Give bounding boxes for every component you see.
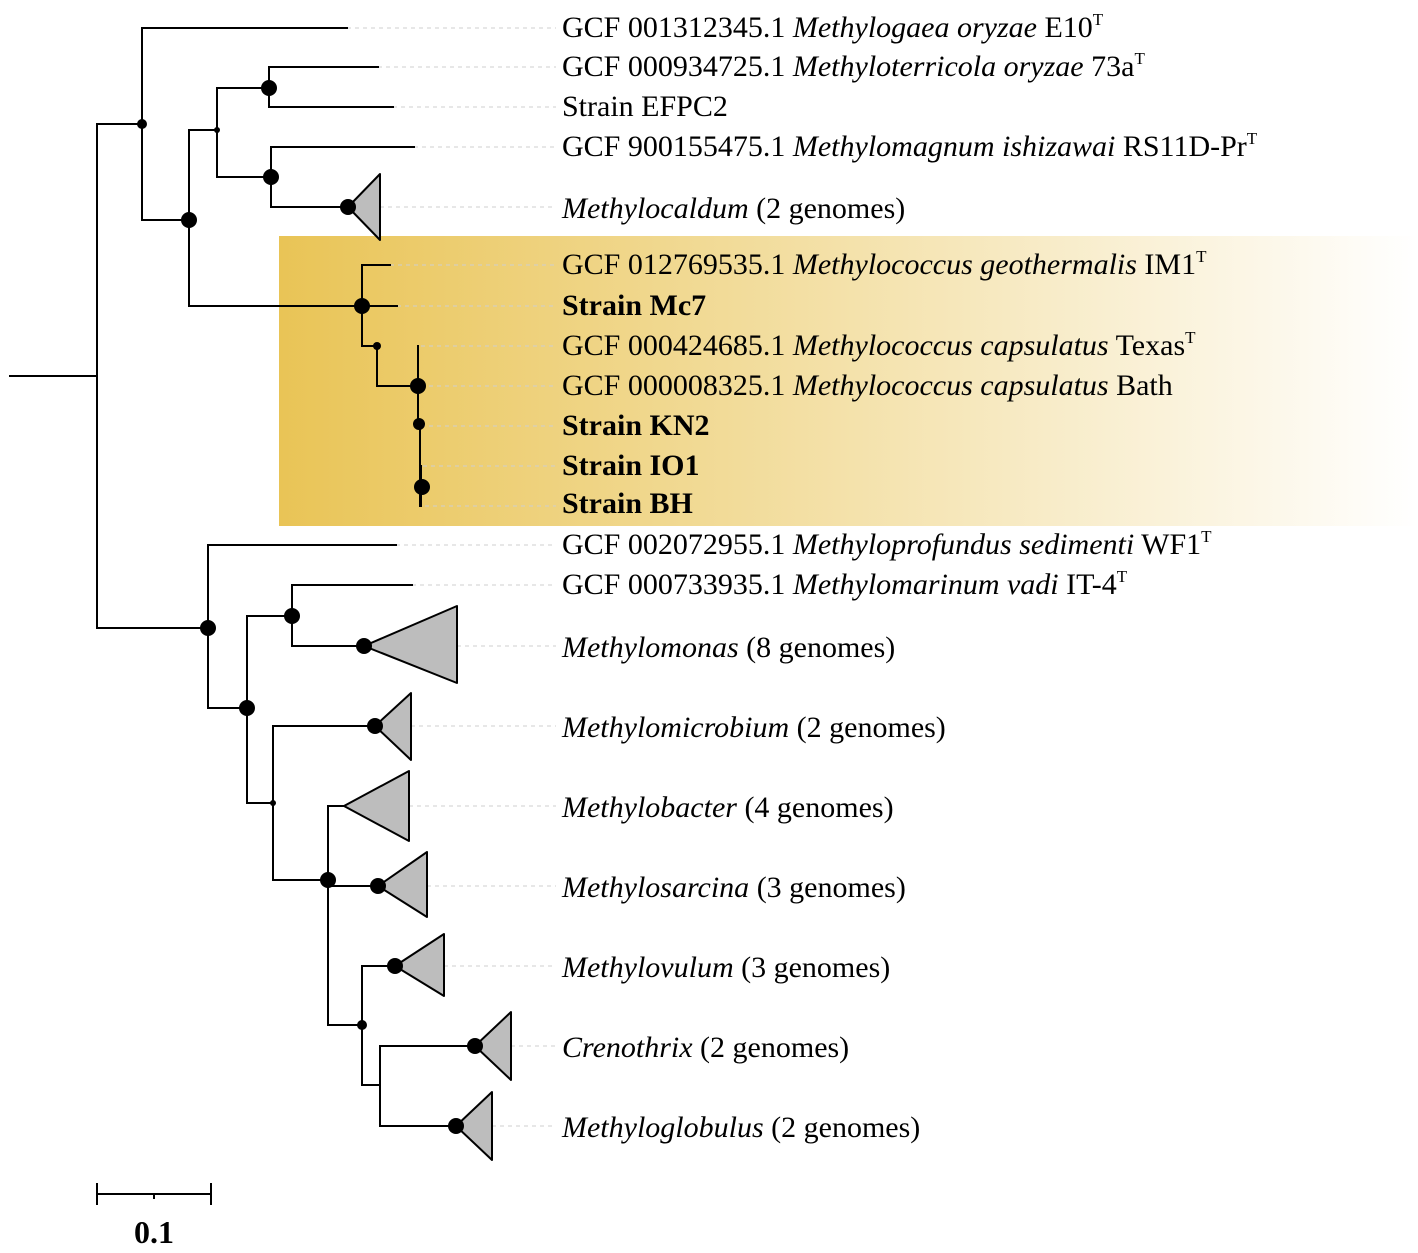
support-node xyxy=(200,620,216,636)
collapsed-clade-methylocaldum xyxy=(347,173,381,241)
taxon-label-methylosarcina: Methylosarcina (3 genomes) xyxy=(562,871,906,904)
support-node xyxy=(387,958,403,974)
support-node xyxy=(410,378,426,394)
scale-bar xyxy=(96,1183,212,1205)
taxon-label-methylogaea: GCF 001312345.1 Methylogaea oryzae E10T xyxy=(562,10,1104,44)
collapsed-clade-crenothrix xyxy=(474,1011,512,1081)
support-node xyxy=(413,418,425,430)
node-supports xyxy=(137,80,483,1134)
taxon-label-methyloterricola: GCF 000934725.1 Methyloterricola oryzae … xyxy=(562,49,1145,83)
support-node xyxy=(320,872,336,888)
support-node xyxy=(354,298,370,314)
support-node xyxy=(356,638,372,654)
support-node xyxy=(373,342,381,350)
support-node xyxy=(270,800,276,806)
collapsed-clade-methylomonas xyxy=(363,605,458,684)
taxon-label-methyloglobulus: Methyloglobulus (2 genomes) xyxy=(562,1111,921,1144)
taxon-label-io1: Strain IO1 xyxy=(562,449,700,482)
support-node xyxy=(448,1118,464,1134)
scale-bar-label: 0.1 xyxy=(134,1214,174,1250)
taxon-label-m-capsulatus-bath: GCF 000008325.1 Methylococcus capsulatus… xyxy=(562,369,1173,402)
support-node xyxy=(261,80,277,96)
support-node xyxy=(370,878,386,894)
support-node xyxy=(340,199,356,215)
taxon-label-methylocaldum: Methylocaldum (2 genomes) xyxy=(562,192,906,225)
support-node xyxy=(357,1020,367,1030)
collapsed-clade-methylomicrobium xyxy=(374,692,412,761)
taxon-label-m-capsulatus-texas: GCF 000424685.1 Methylococcus capsulatus… xyxy=(562,328,1196,362)
support-node xyxy=(367,718,383,734)
taxon-label-kn2: Strain KN2 xyxy=(562,409,710,442)
support-node xyxy=(467,1038,483,1054)
taxon-label-methyloprofundus: GCF 002072955.1 Methyloprofundus sedimen… xyxy=(562,527,1212,561)
collapsed-clade-methylosarcina xyxy=(377,851,428,918)
support-node xyxy=(137,119,147,129)
collapsed-clades xyxy=(343,173,512,1161)
methylococcus-highlight xyxy=(279,236,1418,526)
support-node xyxy=(214,127,220,133)
support-node xyxy=(414,479,430,495)
taxon-label-methylomagnum: GCF 900155475.1 Methylomagnum ishizawai … xyxy=(562,129,1258,163)
taxon-label-methylomonas: Methylomonas (8 genomes) xyxy=(562,631,896,664)
collapsed-clade-methylovulum xyxy=(394,933,445,997)
taxon-label-methylobacter: Methylobacter (4 genomes) xyxy=(562,791,894,824)
taxon-label-methylovulum: Methylovulum (3 genomes) xyxy=(562,951,891,984)
collapsed-clade-methylobacter xyxy=(343,770,410,842)
support-node xyxy=(181,212,197,228)
support-node xyxy=(263,169,279,185)
taxon-label-m-geothermalis: GCF 012769535.1 Methylococcus geothermal… xyxy=(562,247,1207,281)
taxon-label-mc7: Strain Mc7 xyxy=(562,289,707,322)
support-node xyxy=(284,608,300,624)
taxon-label-bh: Strain BH xyxy=(562,487,693,520)
support-node xyxy=(239,700,255,716)
taxon-label-crenothrix: Crenothrix (2 genomes) xyxy=(562,1031,850,1064)
collapsed-clade-methyloglobulus xyxy=(455,1091,493,1161)
taxon-label-methylomicrobium: Methylomicrobium (2 genomes) xyxy=(562,711,946,744)
taxon-label-efpc2: Strain EFPC2 xyxy=(562,90,728,123)
label-guides xyxy=(347,27,556,1127)
taxon-label-methylomarinum: GCF 000733935.1 Methylomarinum vadi IT-4… xyxy=(562,567,1128,601)
